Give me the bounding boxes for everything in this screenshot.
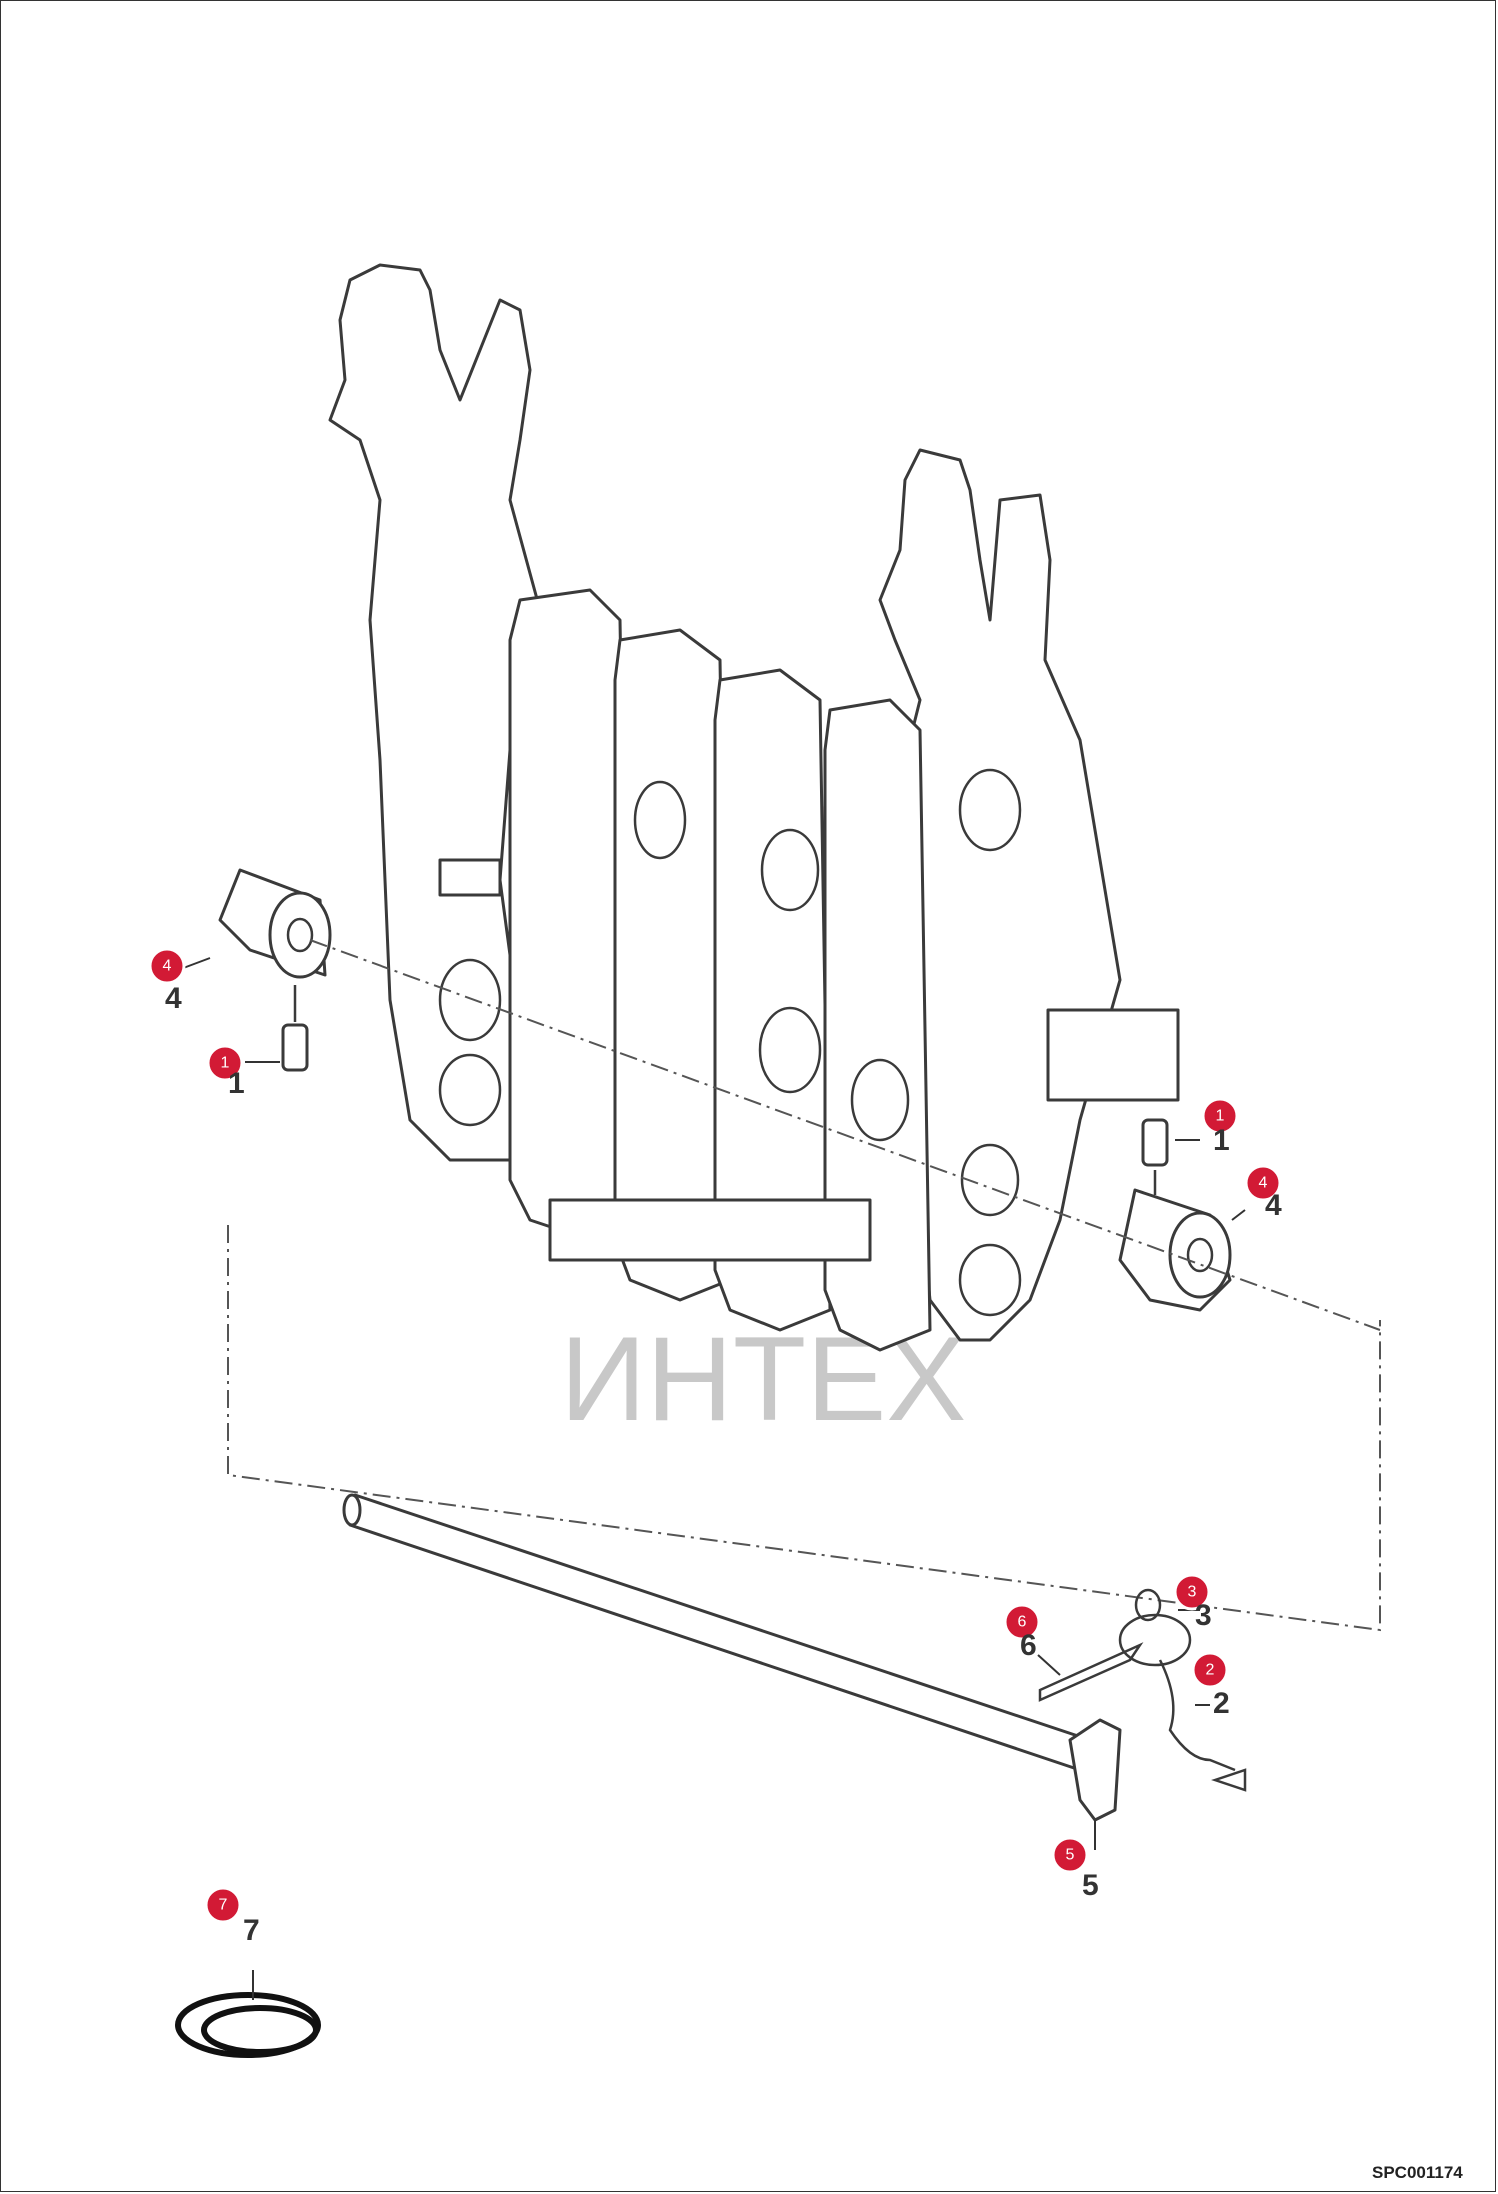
callout-badge-6: 6	[1003, 1603, 1041, 1641]
left-bolt	[281, 985, 309, 1072]
ring-clip	[1134, 1588, 1162, 1622]
callout-badge-4-right: 4	[1244, 1164, 1282, 1202]
assembly-guide-line	[227, 1225, 1381, 1632]
callout-label-5: 5	[1082, 1869, 1099, 1902]
callout-label-3: 3	[1195, 1599, 1212, 1632]
callout-badge-7: 7	[204, 1886, 242, 1924]
coil-spring	[175, 1970, 321, 2058]
callout-badge-2: 2	[1191, 1651, 1229, 1689]
callout-badge-4-left: 4	[148, 947, 186, 985]
callout-badge-3: 3	[1173, 1573, 1211, 1611]
pin-axis-line	[309, 939, 1381, 1331]
callout-label-4-right: 4	[1265, 1189, 1282, 1222]
callout-badge-5: 5	[1051, 1836, 1089, 1874]
svg-text:5: 5	[1066, 1847, 1075, 1864]
svg-text:3: 3	[1188, 1584, 1197, 1601]
drawing-code: SPC001174	[1372, 2163, 1463, 2182]
callout-label-6: 6	[1020, 1629, 1037, 1662]
right-bolt	[1141, 1118, 1169, 1195]
svg-text:7: 7	[219, 1897, 228, 1914]
svg-text:6: 6	[1018, 1614, 1027, 1631]
callout-label-1-left: 1	[228, 1067, 245, 1100]
callout-badge-1-right: 1	[1201, 1097, 1239, 1135]
callout-label-2: 2	[1213, 1687, 1230, 1720]
chain	[1158, 1659, 1247, 1792]
pivot-pin	[342, 1493, 1122, 1822]
callout-label-4-left: 4	[165, 982, 182, 1015]
left-bushing	[218, 868, 332, 979]
callout-label-1-right: 1	[1213, 1124, 1230, 1157]
lock-clip	[1038, 1613, 1192, 1702]
svg-text:4: 4	[163, 958, 172, 975]
svg-text:2: 2	[1206, 1662, 1215, 1679]
callout-badge-1-left: 1	[206, 1044, 244, 1082]
right-bushing	[1118, 1188, 1232, 1312]
svg-text:1: 1	[1216, 1108, 1225, 1125]
svg-text:4: 4	[1259, 1175, 1268, 1192]
callout-label-7: 7	[243, 1914, 260, 1947]
center-plates	[438, 588, 1180, 1352]
right-arm	[878, 448, 1122, 1342]
svg-text:1: 1	[221, 1055, 230, 1072]
